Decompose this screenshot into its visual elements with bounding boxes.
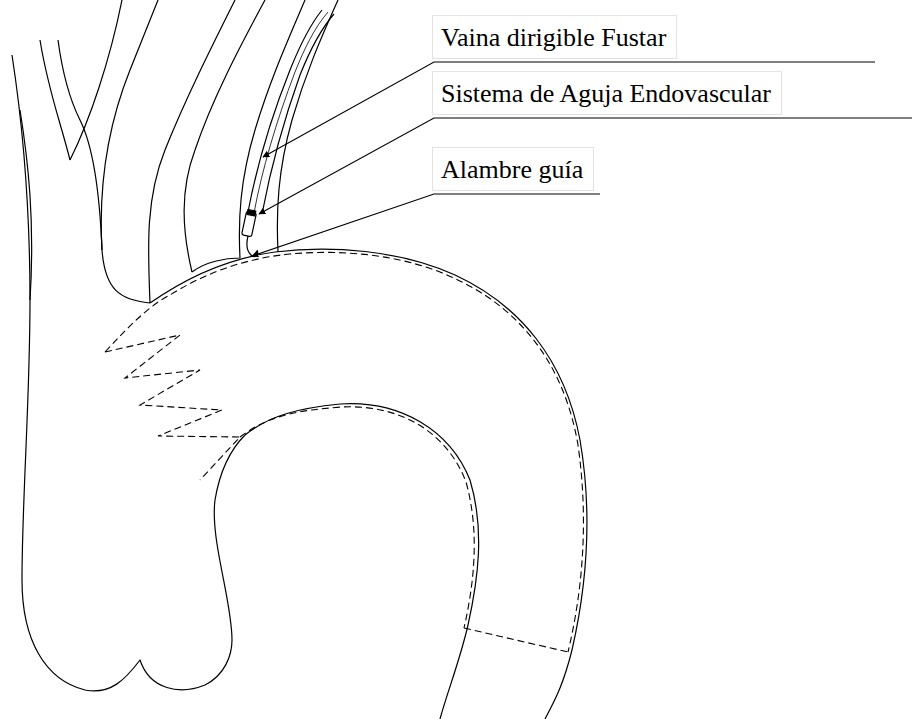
part-label: Alambre guía bbox=[432, 147, 594, 192]
endovascular-needle-tip bbox=[247, 209, 256, 216]
brachiocephalic-trunk bbox=[101, 0, 158, 303]
stent-graft-outer bbox=[105, 252, 583, 652]
part-label: Vaina dirigible Fustar bbox=[432, 15, 677, 60]
brachiocephalic-branch bbox=[70, 0, 122, 160]
steerable-sheath bbox=[262, 14, 334, 214]
arch-inner-wall bbox=[245, 404, 479, 719]
leader-line bbox=[252, 194, 600, 256]
stent-graft-proximal-crown bbox=[105, 335, 240, 480]
arch-outer-wall bbox=[150, 249, 587, 719]
right-subclavian-edge bbox=[20, 110, 32, 300]
left-carotid-artery bbox=[149, 0, 235, 303]
brachiocephalic-branch bbox=[58, 40, 102, 250]
stent-graft-inner bbox=[240, 407, 474, 628]
steerable-sheath bbox=[248, 10, 322, 212]
left-subclavian-artery bbox=[277, 0, 338, 252]
part-label: Sistema de Aguja Endovascular bbox=[432, 71, 782, 116]
guide-wire bbox=[247, 236, 258, 257]
leader-line bbox=[263, 62, 875, 157]
leader-line bbox=[259, 118, 912, 214]
ascending-aorta-outline bbox=[12, 55, 245, 691]
stent-graft-distal-end bbox=[464, 628, 568, 652]
brachiocephalic-branch bbox=[40, 40, 70, 160]
